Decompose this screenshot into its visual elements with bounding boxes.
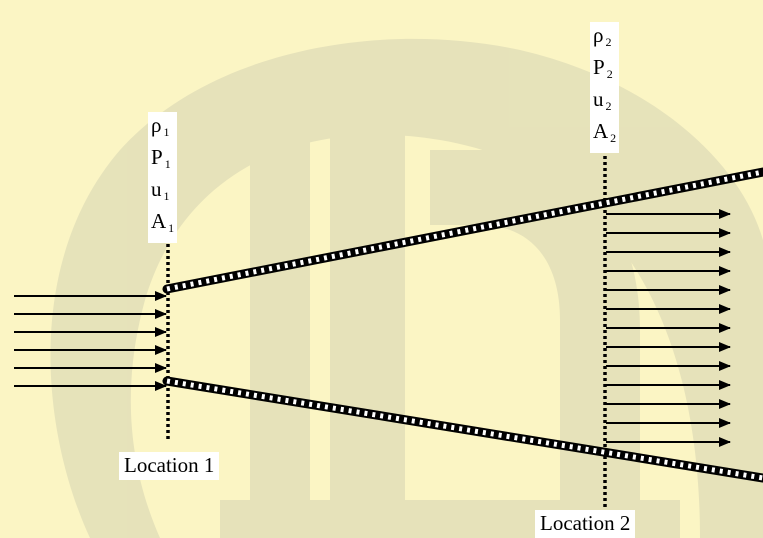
inlet-velocity-arrows <box>14 291 167 391</box>
watermark-left-pillar <box>250 120 310 538</box>
nozzle-lower-wall <box>162 376 763 483</box>
outlet-velocity-arrows <box>606 209 731 447</box>
watermark-center-pillar <box>330 100 405 538</box>
nozzle-upper-wall <box>162 167 763 294</box>
location2-label: Location 2 <box>535 510 636 538</box>
watermark-outer-arc <box>50 38 763 538</box>
watermark-right-block <box>430 150 640 538</box>
location1-label: Location 1 <box>119 452 220 480</box>
